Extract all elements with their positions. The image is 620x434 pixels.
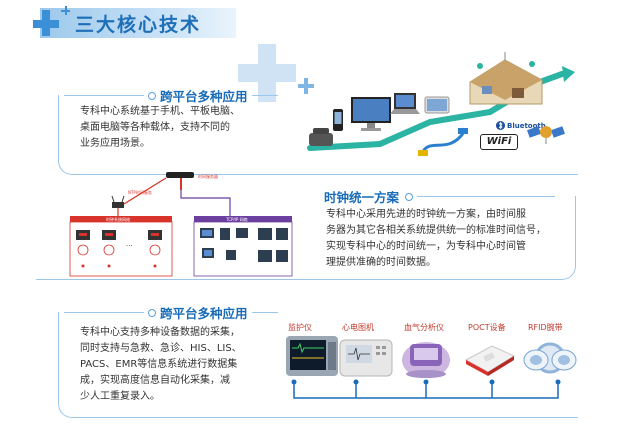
text-line: 成，实现高度信息自动化采集，减 [80,375,230,386]
page-title: 三大核心技术 [75,14,202,36]
poct-device-icon [464,345,516,376]
text-line: 理提供准确的时间数据。 [326,257,436,268]
section3-title: 跨平台多种应用 [160,306,248,321]
rfid-wristband-icon [523,342,577,374]
clock-network-diagram: 时间服务器 NTP时间服务 时钟系统网络 ... TCP/IP 网络 [62,168,308,280]
svg-text:时钟系统网络: 时钟系统网络 [106,216,130,222]
section1-panel [58,95,578,175]
svg-text:时间服务器: 时间服务器 [198,173,218,179]
text-line: PACS、EMR等信息系统进行数据集 [80,359,238,370]
satellite-icon [526,126,566,144]
multi-device-illustration: Bluetooth WiFi [300,52,580,164]
text-line: 务器为其它各相关系统提供统一的标准时间信号， [326,225,546,236]
device-label-rfid: RFID腕带 [528,323,563,332]
laptop-icon [390,93,420,114]
device-label-ecg: 心电图机 [342,323,374,332]
patient-monitor-icon [286,336,338,376]
decorative-plus-icon [298,78,314,94]
section3-heading: 跨平台多种应用 [64,303,278,322]
text-line: 桌面电脑等各种载体，支持不同的 [80,122,230,133]
text-line: 实现专科中心的时间统一，为专科中心时间管 [326,241,526,252]
device-label-poct: POCT设备 [468,323,506,332]
mobile-icon [333,109,343,131]
text-line: 专科中心支持多种设备数据的采集， [80,327,240,338]
text-line: 专科中心系统基于手机、平板电脑、 [80,106,240,117]
fiber-icon [418,128,468,156]
bluetooth-label: Bluetooth [507,121,546,130]
phone-icon [309,128,333,146]
svg-text:TCP/IP 网络: TCP/IP 网络 [225,216,248,222]
text-line: 少人工重复录入。 [80,391,160,402]
section2-panel [36,196,576,280]
text-line: 专科中心采用先进的时钟统一方案，由时间服 [326,209,526,220]
header-band [40,8,236,38]
section1-text: 专科中心系统基于手机、平板电脑、 桌面电脑等各种载体，支持不同的 业务应用场景。 [80,104,240,152]
smart-home-icon [469,52,543,105]
svg-text:...: ... [126,240,133,248]
device-label-monitor: 监护仪 [288,323,312,332]
section3-text: 专科中心支持多种设备数据的采集， 同时支持与急救、急诊、HIS、LIS、 PAC… [80,325,242,405]
decorative-plus-icon [238,44,296,102]
network-topology-icon: 时间服务器 NTP时间服务 时钟系统网络 ... TCP/IP 网络 [69,172,293,277]
section2-title: 时钟统一方案 [324,190,400,205]
plus-icon [33,10,61,38]
section1-title: 跨平台多种应用 [160,89,248,104]
tablet-icon [424,96,450,114]
section3-panel [58,312,578,418]
svg-text:NTP时间服务: NTP时间服务 [128,189,152,195]
section2-text: 专科中心采用先进的时钟统一方案，由时间服 务器为其它各相关系统提供统一的标准时间… [326,207,546,271]
ecg-machine-icon [339,339,393,377]
bluetooth-icon: Bluetooth [496,120,546,131]
blood-gas-analyzer-icon [402,342,450,378]
text-line: 业务应用场景。 [80,138,150,149]
growth-arrow-icon [307,66,575,151]
wifi-label: WiFi [486,136,512,147]
text-line: 同时支持与急救、急诊、HIS、LIS、 [80,343,242,354]
section2-heading: 时钟统一方案 [324,187,556,206]
section1-heading: 跨平台多种应用 [64,86,278,105]
wifi-icon: WiFi [480,134,518,150]
device-connector-line [291,379,561,399]
device-label-blood-gas: 血气分析仪 [404,323,444,332]
monitor-icon [351,97,391,131]
small-plus-icon [61,6,70,15]
